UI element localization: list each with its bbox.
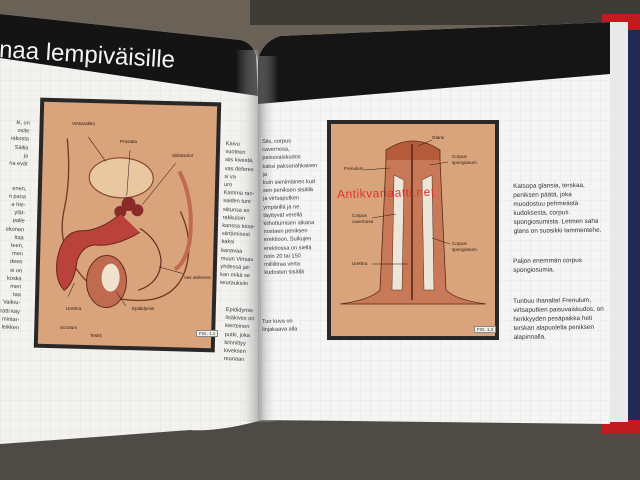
right-column-paragraph-2: Paljon enemmän corpus spongiosumia.: [513, 257, 583, 274]
page-edges: [608, 22, 628, 422]
label-glans: Glans: [432, 135, 445, 140]
left-mid-column-top: Kaivu vuoteen siis kivestä, vas deferes …: [219, 140, 256, 288]
label-virtsarakko: Virtsarakko: [72, 121, 95, 126]
watermark: Antikvariaatti.net: [336, 184, 435, 202]
right-mid-column-bottom: Tuo kuva on linjakaava alla: [262, 318, 298, 334]
label-corpus-spongiosum-top: Corpus spongiosum: [452, 154, 477, 165]
right-header-band: [258, 22, 610, 104]
label-urethra-1: Urethra: [66, 306, 82, 311]
label-siittiosolut: Siittiösolut: [172, 153, 193, 158]
label-corpus-spongiosum-bottom: Corpus spongiosum: [452, 241, 477, 252]
right-column-paragraph-3: Tunbuu ihanalta! Frenulum, virtsaputken …: [513, 296, 604, 341]
label-frenulum: Frenulum: [344, 166, 364, 171]
label-corpus-cavernosa: Corpus cavernosa: [352, 213, 374, 224]
label-testis: Testis: [90, 333, 102, 338]
figure-1-2: [327, 120, 499, 340]
blue-book-spine: [628, 30, 640, 420]
left-header-band: [0, 14, 258, 96]
label-prostata: Prostata: [120, 139, 138, 144]
figure-1-1-tag: FIG. 1.1: [196, 330, 219, 337]
right-mid-column-top: Siis, corpus cavernosa, paisuvaiskudos k…: [262, 138, 318, 277]
figure-1-2-tag: FIG. 1.2: [474, 326, 497, 333]
left-mid-column-bottom: Epididymis lisäkives on kierteinen putki…: [223, 306, 255, 364]
right-column-paragraph-1: Katsopa glansia, terskaa, peniksen päätä…: [513, 181, 602, 235]
label-scrotum: Scrotum: [60, 325, 78, 330]
label-vas-deferens: Vas deferens: [184, 275, 211, 280]
figure-1-1: [33, 97, 222, 353]
background-top: [250, 0, 640, 25]
label-epididymis: Epididymis: [132, 306, 155, 311]
label-urethra-2: Urethra: [352, 261, 368, 266]
